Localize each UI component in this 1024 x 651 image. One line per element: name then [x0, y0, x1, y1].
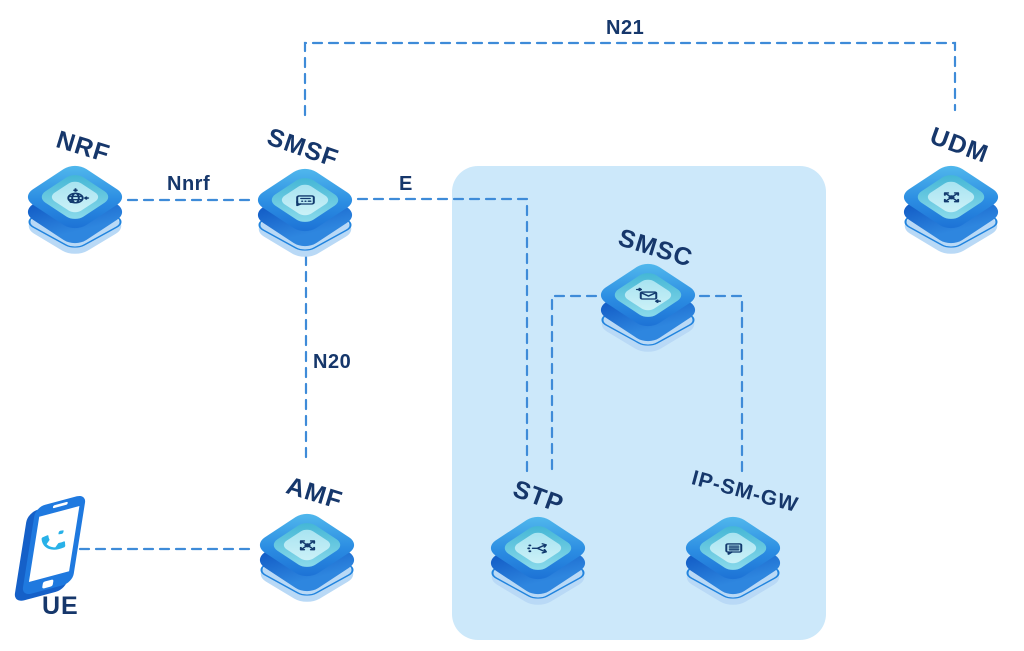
icon-holder	[267, 175, 343, 225]
icon-holder	[269, 520, 345, 570]
node-face	[897, 161, 1005, 233]
node-face	[484, 512, 592, 584]
interface-label-n21: N21	[606, 17, 645, 39]
message-server-icon	[295, 194, 315, 206]
envelope-transfer-icon	[635, 287, 661, 303]
node-face	[21, 161, 129, 233]
node-ue-phone	[21, 493, 87, 597]
globe-registry-icon	[66, 187, 89, 204]
interface-label-n20: N20	[313, 351, 352, 373]
link-smsc-ipsmgw	[698, 294, 744, 473]
node-face	[679, 512, 787, 584]
phone-handset-icon	[41, 530, 66, 550]
node-smsf: SMSF	[239, 123, 371, 270]
node-ip-sm-gw: IP-SM-GW	[667, 466, 801, 618]
icon-holder	[913, 172, 989, 222]
interface-label-e: E	[399, 173, 413, 195]
link-e	[356, 197, 529, 473]
link-n21	[303, 41, 957, 117]
interface-label-nnrf: Nnrf	[167, 173, 211, 195]
icon-holder	[695, 523, 771, 573]
node-face	[251, 164, 359, 236]
icon-holder	[37, 172, 113, 222]
node-face	[594, 259, 702, 331]
link-smsc-stp	[550, 294, 598, 473]
message-document-icon	[724, 542, 742, 555]
node-label-ue: UE	[42, 592, 79, 620]
node-smsc: SMSC	[582, 224, 714, 365]
hub-arrows-icon	[943, 191, 959, 203]
node-udm: UDM	[885, 122, 1017, 267]
hub-arrows-icon	[299, 539, 315, 551]
icon-holder	[610, 270, 686, 320]
node-amf: AMF	[241, 472, 373, 615]
route-branch-icon	[526, 542, 547, 554]
phone-home-button	[41, 579, 54, 589]
phone-speaker	[52, 501, 68, 509]
node-face	[253, 509, 361, 581]
node-stp: STP	[472, 475, 604, 618]
node-nrf: NRF	[9, 126, 141, 267]
icon-holder	[500, 523, 576, 573]
